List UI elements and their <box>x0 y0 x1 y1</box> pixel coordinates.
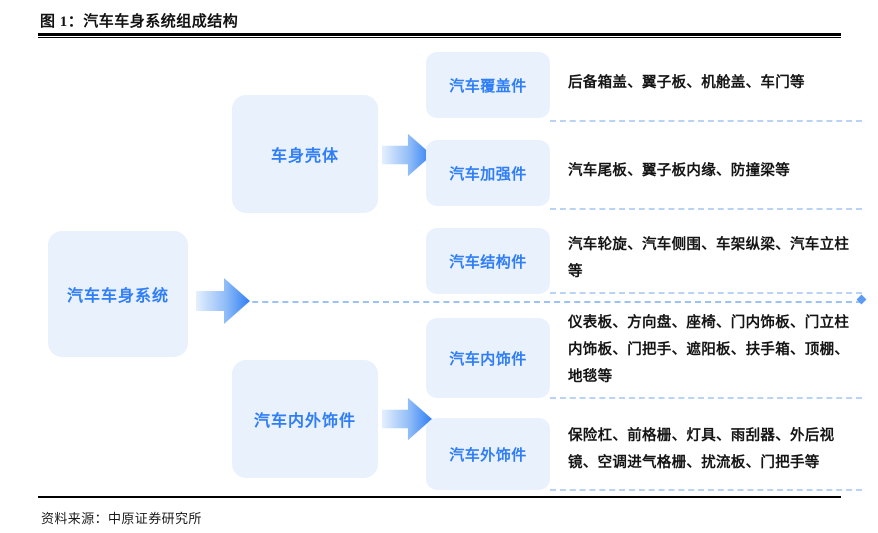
source-divider-rule <box>38 496 841 498</box>
row-dash-interior-trim <box>550 397 862 399</box>
row-desc-exterior-trim: 保险杠、前格栅、灯具、雨刮器、外后视镜、空调进气格栅、扰流板、门把手等 <box>568 428 835 471</box>
root-spine-dashed-line <box>222 301 862 303</box>
node-branch-interior-exterior-trim[interactable]: 汽车内外饰件 <box>232 360 378 478</box>
node-branch-body-shell-label: 车身壳体 <box>270 148 339 165</box>
node-branch-interior-exterior-trim-label: 汽车内外饰件 <box>253 413 356 430</box>
node-root-label: 汽车车身系统 <box>66 288 169 305</box>
row-chip-interior-trim[interactable]: 汽车内饰件 <box>426 318 550 398</box>
row-desc-structural-parts: 汽车轮旋、汽车侧围、车架纵梁、汽车立柱等 <box>568 237 850 280</box>
row-dash-exterior-trim <box>550 489 862 491</box>
figure-title: 图 1：汽车车身系统组成结构 <box>40 14 239 30</box>
row-chip-exterior-trim[interactable]: 汽车外饰件 <box>426 418 550 490</box>
row-chip-body-panels[interactable]: 汽车覆盖件 <box>426 52 550 118</box>
figure-source: 资料来源：中原证券研究所 <box>41 511 202 526</box>
node-branch-body-shell[interactable]: 车身壳体 <box>232 95 378 213</box>
row-chip-reinforcements-label: 汽车加强件 <box>449 165 527 183</box>
diagram-canvas: 汽车车身系统 车身壳体 <box>0 40 878 492</box>
arrow-root-to-branches <box>196 274 250 328</box>
row-chip-exterior-trim-label: 汽车外饰件 <box>449 446 527 464</box>
title-divider-rule <box>38 33 841 38</box>
row-dash-structural-parts <box>550 292 862 294</box>
row-dash-reinforcements <box>550 208 862 210</box>
arrow-body-shell-to-children <box>382 130 432 180</box>
row-desc-reinforcements: 汽车尾板、翼子板内缘、防撞梁等 <box>568 163 790 179</box>
row-chip-reinforcements[interactable]: 汽车加强件 <box>426 140 550 206</box>
row-dash-body-panels <box>550 120 862 122</box>
arrow-trim-to-children <box>382 394 432 444</box>
row-chip-interior-trim-label: 汽车内饰件 <box>449 350 527 368</box>
row-desc-interior-trim: 仪表板、方向盘、座椅、门内饰板、门立柱内饰板、门把手、遮阳板、扶手箱、顶棚、地毯… <box>568 315 850 385</box>
row-chip-structural-parts-label: 汽车结构件 <box>449 253 527 271</box>
node-root-vehicle-body-system[interactable]: 汽车车身系统 <box>48 231 188 357</box>
row-chip-structural-parts[interactable]: 汽车结构件 <box>426 228 550 294</box>
row-desc-body-panels: 后备箱盖、翼子板、机舱盖、车门等 <box>568 75 805 91</box>
row-chip-body-panels-label: 汽车覆盖件 <box>449 77 527 95</box>
